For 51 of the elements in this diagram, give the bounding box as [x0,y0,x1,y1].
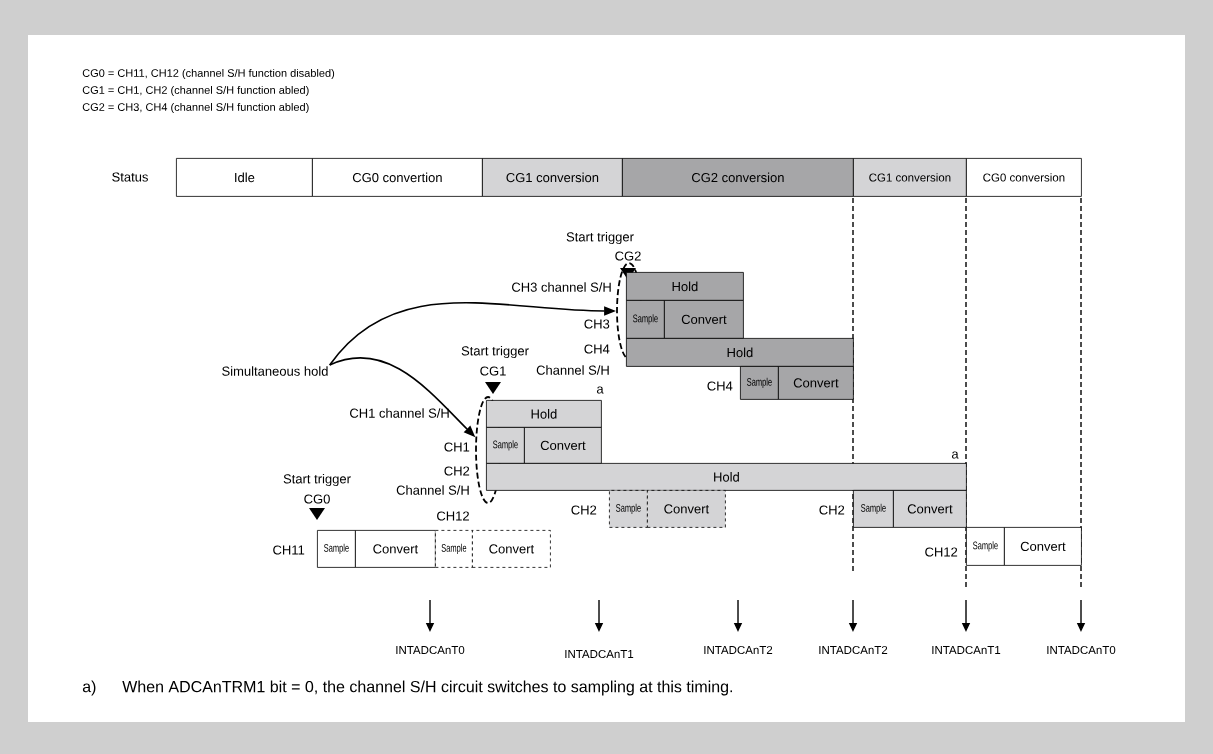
channel-label: CH12 [437,511,469,521]
sample-box: Sample [626,300,665,339]
channel-label: CH4 [707,381,733,391]
sample-box: Sample [486,427,525,464]
interrupt-label: INTADCAnT0 [396,645,465,655]
channel-label: Channel S/H [396,485,469,495]
interrupt-label: INTADCAnT1 [932,645,1001,655]
sample-box: Sample [317,530,356,568]
channel-label: CH3 [584,319,610,329]
footnote-text: When ADCAnTRM1 bit = 0, the channel S/H circuit switches to sampling at this timing. [122,680,732,696]
trigger-label: Start trigger [283,473,351,487]
channel-label: CH2 [571,505,597,515]
channel-label: CH2 [819,505,845,515]
trigger-label: Start trigger [566,231,634,245]
annotation-text: Simultaneous hold [222,366,328,376]
footnote-mark: a [596,386,604,394]
channel-label: CH11 [273,545,305,555]
trigger-label: CG2 [615,251,641,261]
legend-text: CG1 = CH1, CH2 (channel S/H function abled) [82,85,309,97]
channel-label: Channel S/H [536,365,609,375]
row-label: Status [112,172,148,182]
trigger-label: Start trigger [461,345,529,359]
trigger-label: CG0 [304,494,330,504]
interrupt-label: INTADCAnT0 [1047,645,1116,655]
channel-label: CH1 [444,442,470,452]
interrupt-label: INTADCAnT1 [565,649,634,659]
sample-box: Sample [966,527,1005,566]
interrupt-label: INTADCAnT2 [704,645,773,655]
footnote-mark: a [951,451,959,459]
trigger-label: CG1 [480,366,506,376]
footnote-mark: a) [82,680,96,696]
status-cell: CG2 conversion [622,158,854,197]
channel-label: CH3 channel S/H [512,282,611,292]
channel-label: CH4 [584,344,610,354]
status-cell: CG1 conversion [482,158,623,197]
sample-box: Sample [435,530,473,568]
status-cell: CG0 convertion [312,158,483,197]
sample-box: Sample [740,366,779,400]
status-cell: Idle [176,158,313,197]
channel-label: CH12 [925,547,958,557]
status-cell: CG1 conversion [853,158,967,197]
channel-label: CH1 channel S/H [350,408,449,418]
sample-box: Sample [609,490,648,528]
sample-box: Sample [853,490,894,528]
legend-text: CG2 = CH3, CH4 (channel S/H function abled) [82,102,309,114]
channel-label: CH2 [444,466,470,476]
convert-box: Convert [778,366,854,400]
interrupt-label: INTADCAnT2 [819,645,888,655]
convert-box: Convert [893,490,967,528]
legend-text: CG0 = CH11, CH12 (channel S/H function disabled) [82,68,335,80]
status-cell: CG0 conversion [966,158,1082,197]
